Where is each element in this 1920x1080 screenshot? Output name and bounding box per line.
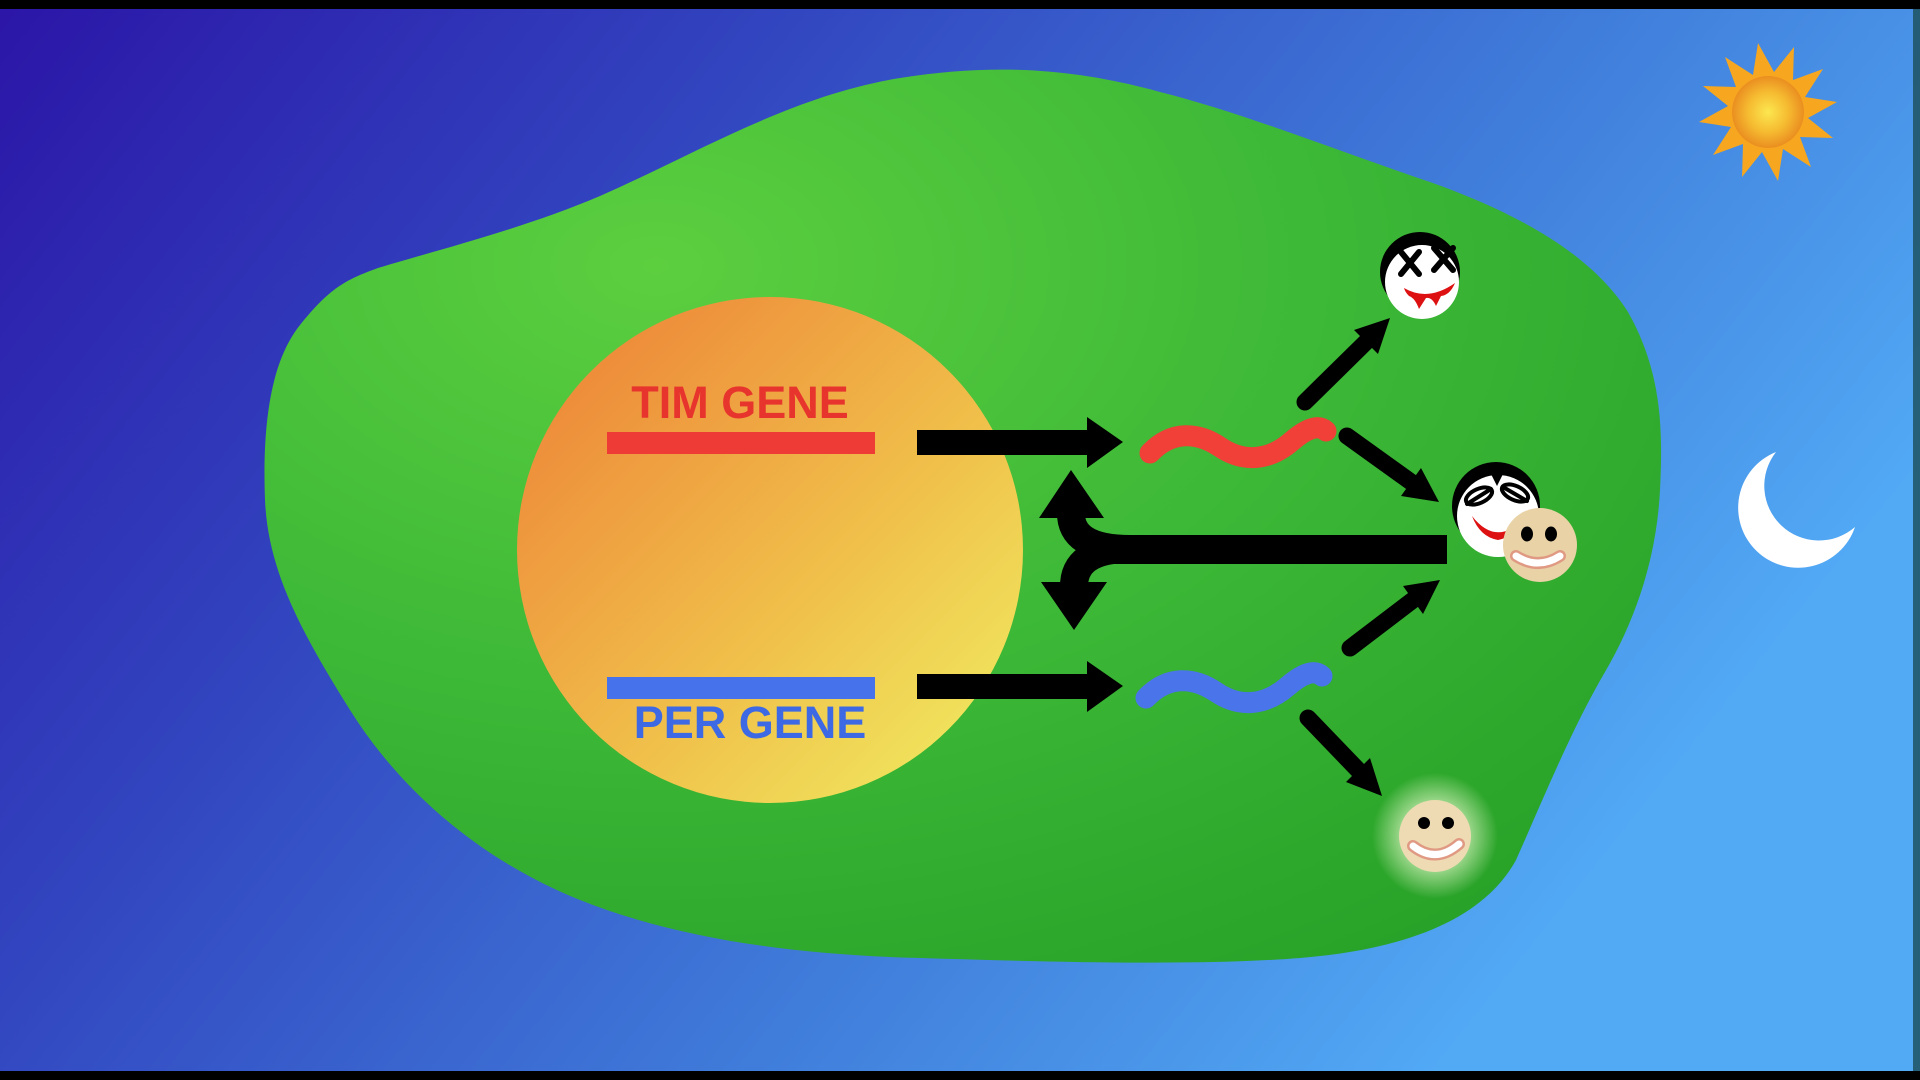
tim-mrna-squiggle — [1139, 417, 1337, 468]
right-edge-strip — [1913, 9, 1920, 1071]
per-mrna-squiggle — [1135, 662, 1333, 713]
moon-icon — [1738, 452, 1855, 568]
angry-eyes — [1463, 482, 1531, 507]
tim-transcription-arrow — [917, 417, 1123, 468]
per-gene-bar — [607, 677, 875, 699]
sun-icon — [1699, 43, 1837, 181]
worried-face-icon — [1503, 508, 1577, 582]
widows-peak — [1489, 470, 1505, 486]
letterbox-bottom — [0, 1071, 1920, 1080]
repression-arrow — [1039, 470, 1447, 630]
tim-gene-bar — [607, 432, 875, 454]
nucleus — [517, 297, 1023, 803]
per-transcription-arrow — [917, 661, 1123, 712]
per-to-complex-arrow — [1341, 580, 1440, 657]
happy-face-icon — [1372, 773, 1498, 899]
tim-to-vampire-arrow — [1338, 427, 1439, 502]
dead-vampire-face-icon — [1380, 232, 1460, 319]
per-to-happy-arrow — [1299, 709, 1382, 796]
tim-to-dead-arrow — [1296, 318, 1390, 411]
x-eyes — [1398, 245, 1456, 277]
worried-mouth — [1512, 552, 1564, 567]
happy-mouth — [1409, 840, 1463, 858]
letterbox-top — [0, 0, 1920, 9]
per-gene-label: PER GENE — [634, 697, 867, 748]
fanged-mouth — [1404, 283, 1455, 309]
tim-gene-label: TIM GENE — [631, 377, 849, 428]
